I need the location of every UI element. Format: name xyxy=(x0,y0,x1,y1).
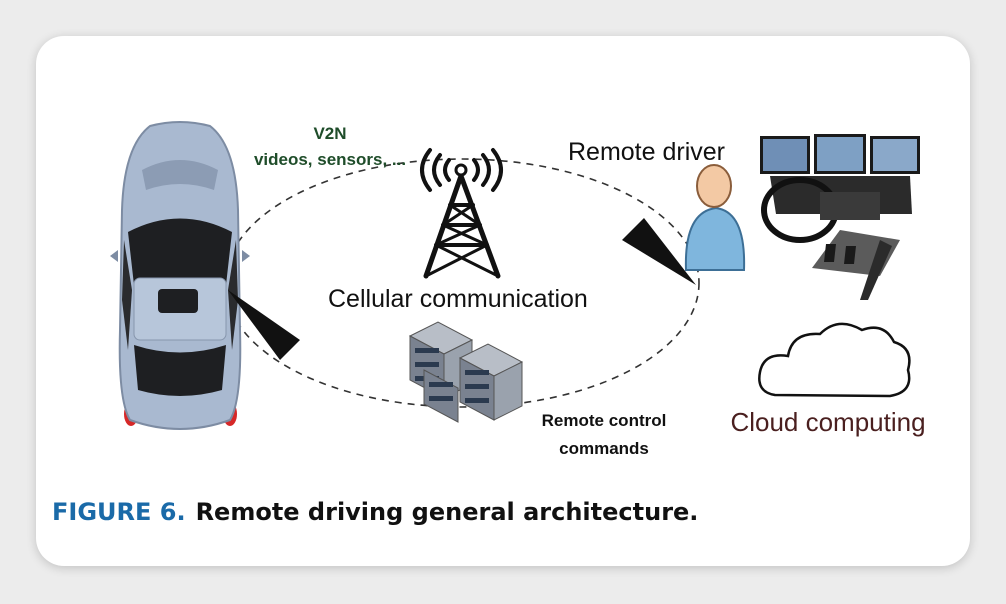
commands-label: commands xyxy=(559,439,649,458)
figure-title: Remote driving general architecture. xyxy=(195,498,699,526)
cell-tower-icon xyxy=(420,148,503,279)
remote-driver-label: Remote driver xyxy=(568,138,725,166)
server-rack-icon xyxy=(408,321,524,423)
car-icon xyxy=(110,121,250,430)
cellular-communication-label: Cellular communication xyxy=(328,285,588,313)
driving-simulator-icon xyxy=(760,134,920,300)
figure-number: FIGURE 6. xyxy=(52,498,186,526)
cloud-computing-label: Cloud computing xyxy=(730,407,925,437)
remote-control-label: Remote control xyxy=(542,411,667,430)
cloud-icon xyxy=(758,322,911,398)
figure-caption: FIGURE 6. Remote driving general architec… xyxy=(52,498,698,526)
car-antenna-beam xyxy=(228,290,300,360)
driver-antenna-beam xyxy=(622,218,696,285)
communication-link-ellipse xyxy=(224,158,700,408)
v2n-label: V2N xyxy=(313,124,346,143)
v2n-detail-label: videos, sensors, ... xyxy=(254,150,406,169)
remote-driver-icon xyxy=(684,164,746,271)
